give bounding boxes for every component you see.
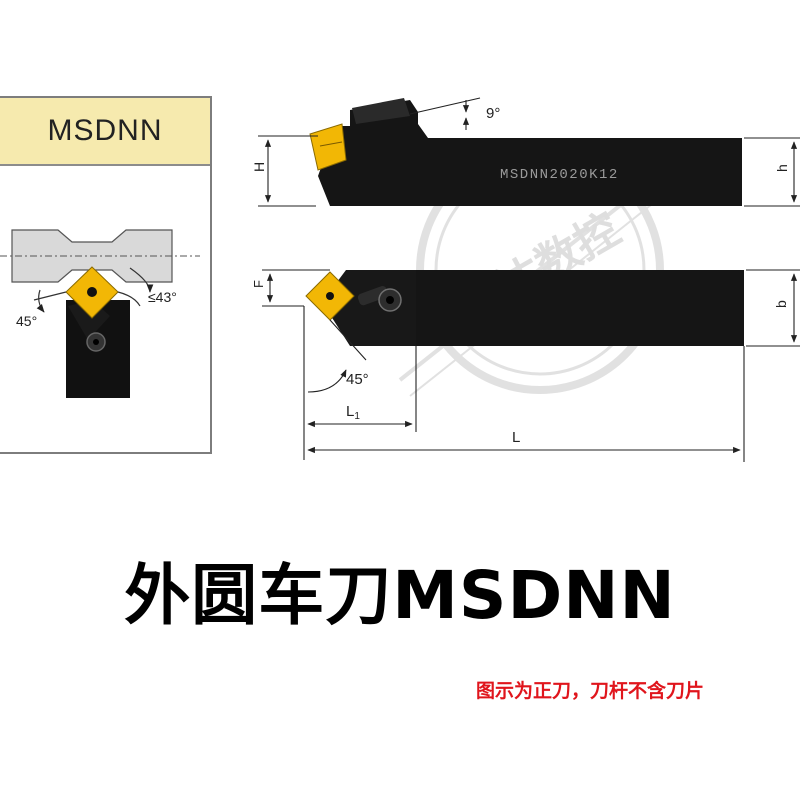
panel-tool-holder [65, 266, 130, 398]
side-engraving: MSDNN2020K12 [500, 167, 619, 183]
side-angle-label: 9° [486, 105, 500, 122]
top-view-tool [305, 270, 744, 346]
red-note: 图示为正刀，刀杆不含刀片 [476, 680, 705, 702]
side-insert [309, 123, 347, 171]
dim-H-label: H [251, 162, 267, 172]
dim-h [744, 137, 800, 207]
panel-angle-marks [33, 267, 154, 313]
panel-angle-left: 45° [16, 313, 37, 329]
side-view-tool [309, 98, 742, 206]
dim-b [746, 269, 800, 347]
dim-H [258, 135, 318, 207]
top-angle-mark [303, 306, 367, 460]
dim-L1 [307, 346, 417, 432]
top-angle-label: 45° [346, 371, 369, 388]
dim-b-label: b [773, 300, 789, 308]
page-title: 外圆车刀MSDNN [124, 557, 676, 634]
panel-header-label: MSDNN [0, 98, 210, 166]
dim-F [262, 269, 330, 307]
dim-L [307, 346, 745, 462]
dim-F-label: F [251, 280, 266, 288]
panel-angle-right: ≤43° [148, 289, 177, 305]
side-angle-mark [409, 97, 481, 130]
dim-L1-label: L1 [346, 403, 360, 422]
dim-h-label: h [774, 164, 790, 172]
dim-L-label: L [512, 429, 520, 446]
